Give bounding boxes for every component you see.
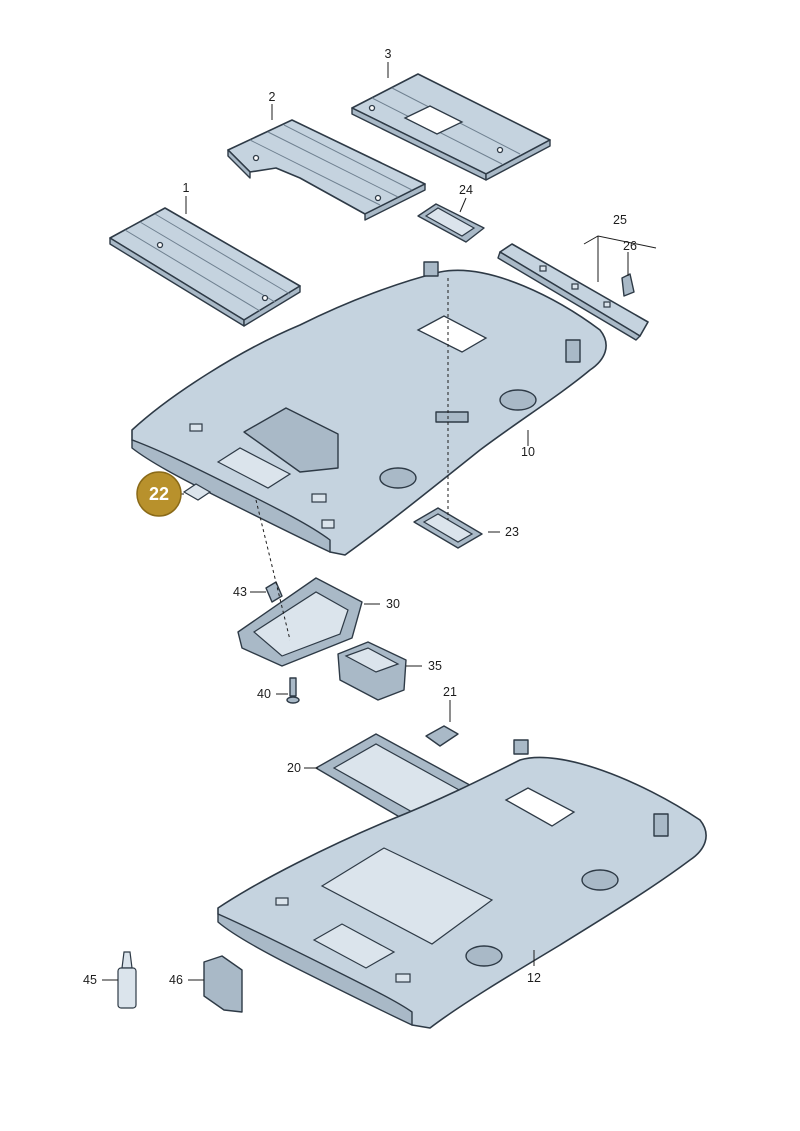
part-21-bracket[interactable]	[425, 725, 459, 747]
callout-45: 45	[83, 973, 97, 987]
callout-22: 22	[149, 484, 169, 504]
callout-12: 12	[527, 971, 541, 985]
callout-2: 2	[269, 90, 276, 104]
part-10-headliner[interactable]	[131, 261, 607, 556]
callout-23: 23	[505, 525, 519, 539]
callout-3: 3	[385, 47, 392, 61]
part-40-screw[interactable]	[286, 677, 300, 704]
part-2-insulation-mat[interactable]	[227, 119, 426, 221]
callout-26: 26	[623, 239, 637, 253]
callout-24: 24	[459, 183, 473, 197]
part-43-bracket[interactable]	[265, 581, 283, 603]
part-22-cover[interactable]	[182, 483, 212, 501]
part-26-clip[interactable]	[621, 273, 635, 297]
callout-40: 40	[257, 687, 271, 701]
callout-1: 1	[183, 181, 190, 195]
callout-43: 43	[233, 585, 247, 599]
leader-lines	[102, 62, 657, 981]
part-25-trim-strip[interactable]	[497, 243, 649, 341]
callout-10: 10	[521, 445, 535, 459]
callout-20: 20	[287, 761, 301, 775]
part-1-insulation-mat[interactable]	[109, 207, 301, 327]
callout-25: 25	[613, 213, 627, 227]
part-24-light-frame[interactable]	[417, 203, 485, 243]
callout-21: 21	[443, 685, 457, 699]
callout-46: 46	[169, 973, 183, 987]
part-35-light-unit[interactable]	[337, 641, 407, 701]
callout-30: 30	[386, 597, 400, 611]
part-12-headliner[interactable]	[217, 739, 707, 1029]
highlight-badge-22[interactable]: 22	[136, 471, 182, 517]
part-3-insulation-mat[interactable]	[351, 73, 551, 181]
callout-35: 35	[428, 659, 442, 673]
part-23-lens[interactable]	[413, 507, 483, 549]
part-30-console-housing[interactable]	[237, 577, 363, 667]
part-45-adhesive-bottle[interactable]	[117, 951, 137, 1009]
part-46-felt-pad[interactable]	[203, 955, 243, 1013]
